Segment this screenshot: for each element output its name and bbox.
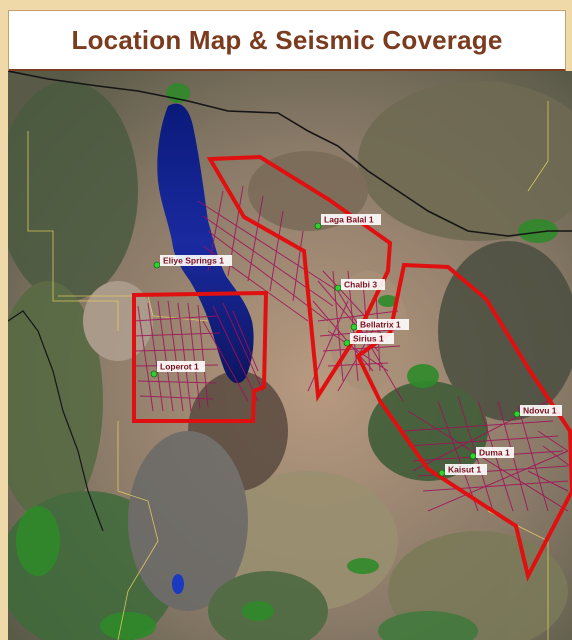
well-markers [150, 222, 521, 477]
well-marker-kaisut[interactable] [438, 469, 446, 477]
block-north [206, 154, 393, 402]
well-marker-duma[interactable] [469, 452, 477, 460]
well-marker-laga-balal[interactable] [314, 222, 322, 230]
well-marker-loperot[interactable] [150, 370, 158, 378]
label-ndovu: Ndovu 1 [520, 405, 562, 416]
map-area[interactable]: Laga Balal 1 Eliye Springs 1 Chalbi 3 Be… [8, 71, 572, 640]
well-label-text: Loperot 1 [160, 362, 199, 372]
vegetation [16, 83, 558, 640]
well-labels: Laga Balal 1 Eliye Springs 1 Chalbi 3 Be… [157, 214, 562, 475]
well-label-text: Chalbi 3 [344, 280, 377, 290]
block-loperot [132, 290, 269, 423]
admin-boundaries [27, 101, 549, 640]
well-label-text: Laga Balal 1 [324, 215, 374, 225]
well-marker-sirius[interactable] [343, 339, 351, 347]
well-label-text: Sirius 1 [353, 334, 384, 344]
well-marker-chalbi[interactable] [334, 284, 342, 292]
well-label-text: Ndovu 1 [523, 406, 557, 416]
well-label-text: Duma 1 [479, 448, 510, 458]
label-sirius: Sirius 1 [350, 333, 394, 344]
label-eliye-springs: Eliye Springs 1 [160, 255, 232, 266]
well-marker-eliye-springs[interactable] [153, 261, 161, 269]
block-outlines [132, 154, 572, 582]
block-southeast [355, 262, 572, 582]
label-loperot: Loperot 1 [157, 361, 205, 372]
well-label-text: Eliye Springs 1 [163, 256, 224, 266]
label-bellatrix: Bellatrix 1 [357, 319, 409, 330]
well-label-text: Bellatrix 1 [360, 320, 401, 330]
label-duma: Duma 1 [476, 447, 514, 458]
well-marker-ndovu[interactable] [513, 410, 521, 418]
map-title: Location Map & Seismic Coverage [71, 24, 503, 55]
satellite-map[interactable]: Laga Balal 1 Eliye Springs 1 Chalbi 3 Be… [8, 71, 572, 640]
well-marker-bellatrix[interactable] [350, 323, 358, 331]
southern-lake [172, 574, 184, 594]
well-label-text: Kaisut 1 [448, 465, 481, 475]
lake-turkana [157, 103, 254, 384]
title-bar: Location Map & Seismic Coverage [8, 10, 566, 72]
international-border [8, 71, 572, 237]
label-kaisut: Kaisut 1 [445, 464, 487, 475]
label-chalbi: Chalbi 3 [341, 279, 385, 290]
label-laga-balal: Laga Balal 1 [321, 214, 381, 225]
border-west [8, 310, 104, 532]
